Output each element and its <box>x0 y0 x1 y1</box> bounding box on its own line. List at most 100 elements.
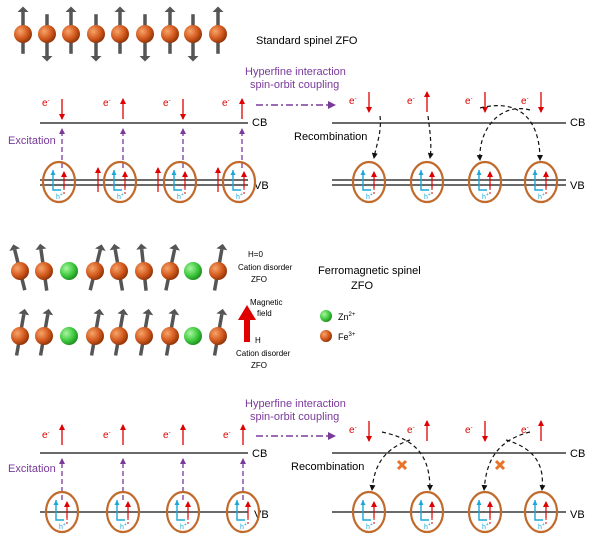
cb-label-top-right: CB <box>570 117 585 129</box>
spin-up-arrow-icon <box>142 308 154 316</box>
hole-label: h+ <box>117 192 124 201</box>
electron-charge: - <box>413 96 415 102</box>
hole-charge: + <box>370 522 373 528</box>
hole-charge: + <box>121 192 124 198</box>
magnetic-field-arrow-head <box>238 305 256 320</box>
fe-ball <box>136 25 154 43</box>
standard-zfo-title: Standard spinel ZFO <box>256 35 358 47</box>
fe-ball <box>11 327 29 345</box>
fe-ion <box>62 6 80 54</box>
cb-label-bottom-left: CB <box>252 448 267 460</box>
exciton: h+ <box>102 160 138 204</box>
electron-charge: - <box>109 98 111 104</box>
magnetic-label: Magnetic <box>250 298 282 307</box>
fe-legend-ball <box>320 330 332 342</box>
fe-ion <box>135 243 153 291</box>
fe-ion <box>14 6 32 54</box>
electron-label: e- <box>222 98 230 109</box>
exciton-ring <box>351 160 387 204</box>
electron-label: e- <box>521 96 529 107</box>
hole-label: h+ <box>482 522 489 531</box>
hole-spin-icon <box>176 500 185 521</box>
hole-spin-icon <box>478 500 487 521</box>
exciton: h+ <box>221 160 257 204</box>
hole-arrow-head <box>360 500 366 505</box>
hole-charge: + <box>370 192 373 198</box>
exciton: h+ <box>165 490 201 534</box>
hole-spin-icon <box>478 170 487 191</box>
electron-label: e- <box>42 98 50 109</box>
fe-ion <box>184 14 202 62</box>
spin-up-arrow-icon <box>9 244 21 251</box>
hole-spin-icon <box>534 500 543 521</box>
fe-ion <box>161 244 180 291</box>
fe-ion <box>161 6 179 54</box>
cb-label-bottom-right: CB <box>570 448 585 460</box>
electron-charge: - <box>169 98 171 104</box>
recombination-path <box>479 105 543 161</box>
hole-label: h+ <box>482 192 489 201</box>
exciton-ring <box>225 490 261 534</box>
electron-charge: - <box>229 430 231 436</box>
hole-label: h+ <box>538 522 545 531</box>
hyperfine-label-bottom: Hyperfine interaction <box>245 398 346 410</box>
spin-orbit-label-bottom: spin-orbit coupling <box>250 411 339 423</box>
hole-spin-icon <box>55 500 64 521</box>
spin-down-arrow-icon <box>90 56 102 62</box>
fe-ion <box>135 308 154 356</box>
fe-ball <box>35 327 53 345</box>
hole-label: h+ <box>366 192 373 201</box>
exciton: h+ <box>523 160 559 204</box>
fe-ion <box>209 308 228 356</box>
zn-legend-label: Zn2+ <box>338 312 356 322</box>
fe-ball <box>209 262 227 280</box>
fe-ball <box>161 262 179 280</box>
hole-spin-icon <box>362 500 371 521</box>
electron-label: e- <box>163 430 171 441</box>
recombination-path <box>505 439 546 491</box>
hole-arrow-head <box>532 500 538 505</box>
fe-ball <box>111 25 129 43</box>
electron-charge: - <box>48 98 50 104</box>
fe-ball <box>161 25 179 43</box>
hole-label: h+ <box>120 522 127 531</box>
spin-down-arrow-icon <box>187 56 199 62</box>
hole-charge: + <box>428 192 431 198</box>
hole-label: h+ <box>424 192 431 201</box>
exciton-ring <box>44 490 80 534</box>
recombination-label-bottom: Recombination <box>291 461 364 473</box>
fe-ball <box>135 327 153 345</box>
hyperfine-label-top: Hyperfine interaction <box>245 66 346 78</box>
exciton-ring <box>105 490 141 534</box>
hole-arrow-head <box>230 170 236 175</box>
hole-charge: + <box>486 522 489 528</box>
electron-label: e- <box>103 430 111 441</box>
hole-charge: + <box>542 192 545 198</box>
exciton-ring <box>409 490 445 534</box>
spin-up-arrow-icon <box>42 308 54 316</box>
hole-spin-icon <box>534 170 543 191</box>
electron-charge: - <box>527 96 529 102</box>
exciton-ring <box>41 160 77 204</box>
hole-spin-icon <box>173 170 182 191</box>
exciton-ring <box>467 490 503 534</box>
electron-charge: - <box>228 98 230 104</box>
spin-up-arrow-icon <box>94 244 106 251</box>
hole-charge: + <box>181 192 184 198</box>
magnetic-field-arrow-shaft <box>244 318 250 342</box>
fe-ball <box>38 25 56 43</box>
electron-charge: - <box>471 425 473 431</box>
hole-arrow-head <box>418 500 424 505</box>
hole-charge: + <box>244 522 247 528</box>
zn-ball <box>184 262 202 280</box>
exciton: h+ <box>351 490 387 534</box>
electron-label: e- <box>349 425 357 436</box>
fe-ion <box>209 6 227 54</box>
hole-label: h+ <box>240 522 247 531</box>
hole-charge: + <box>124 522 127 528</box>
recombination-path <box>369 439 411 491</box>
hole-label: h+ <box>177 192 184 201</box>
fe-legend-label: Fe3+ <box>338 332 356 342</box>
fe-ball <box>184 25 202 43</box>
